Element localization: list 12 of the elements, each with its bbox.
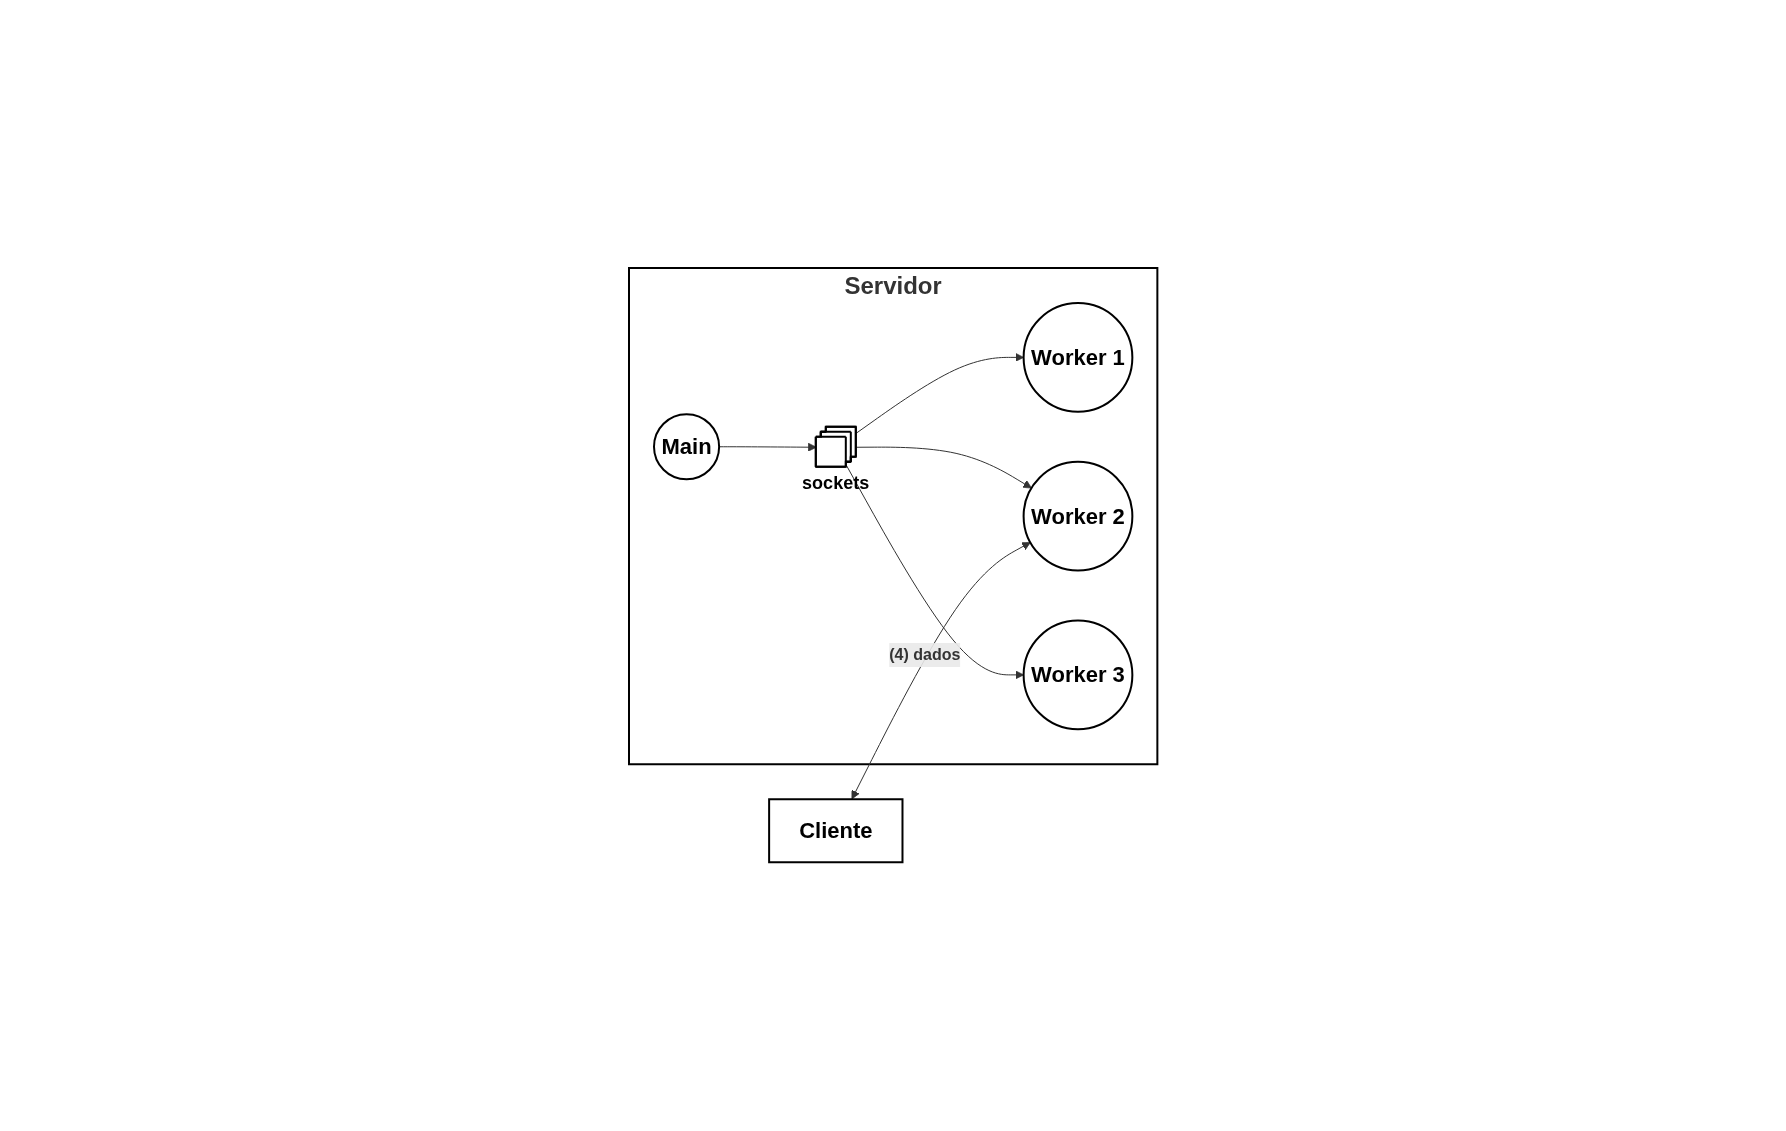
arrow: [718, 443, 817, 452]
node-box: Cliente: [767, 798, 904, 864]
arrow: [855, 353, 1024, 435]
node-circle: Worker 2: [1022, 461, 1134, 572]
node-circle: Worker 3: [1022, 619, 1134, 731]
node-circle: Main: [652, 413, 720, 481]
arrow: [851, 542, 1031, 800]
node-circle: Worker 1: [1022, 302, 1134, 414]
arrow: [855, 447, 1032, 489]
node-caption: sockets: [802, 473, 870, 495]
edge-label: (4) dados: [889, 646, 961, 664]
arrow: [845, 465, 1024, 680]
